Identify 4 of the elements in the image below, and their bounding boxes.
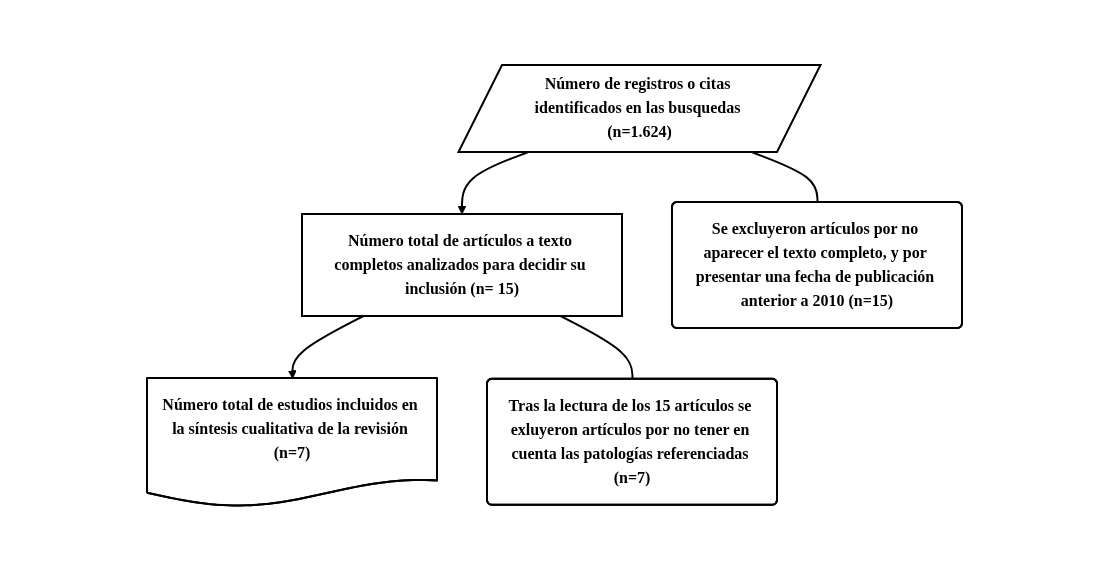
connector (559, 314, 633, 380)
node-box: Número total de artículos a texto completos analizados para decidir su inclusión (n= 15) (300, 212, 623, 317)
arrow (457, 151, 528, 215)
node-text: Se excluyeron artículos por no aparecer el texto completo, y por presentar una fecha de publicación anterior a 2010 (n=15) (695, 219, 934, 309)
